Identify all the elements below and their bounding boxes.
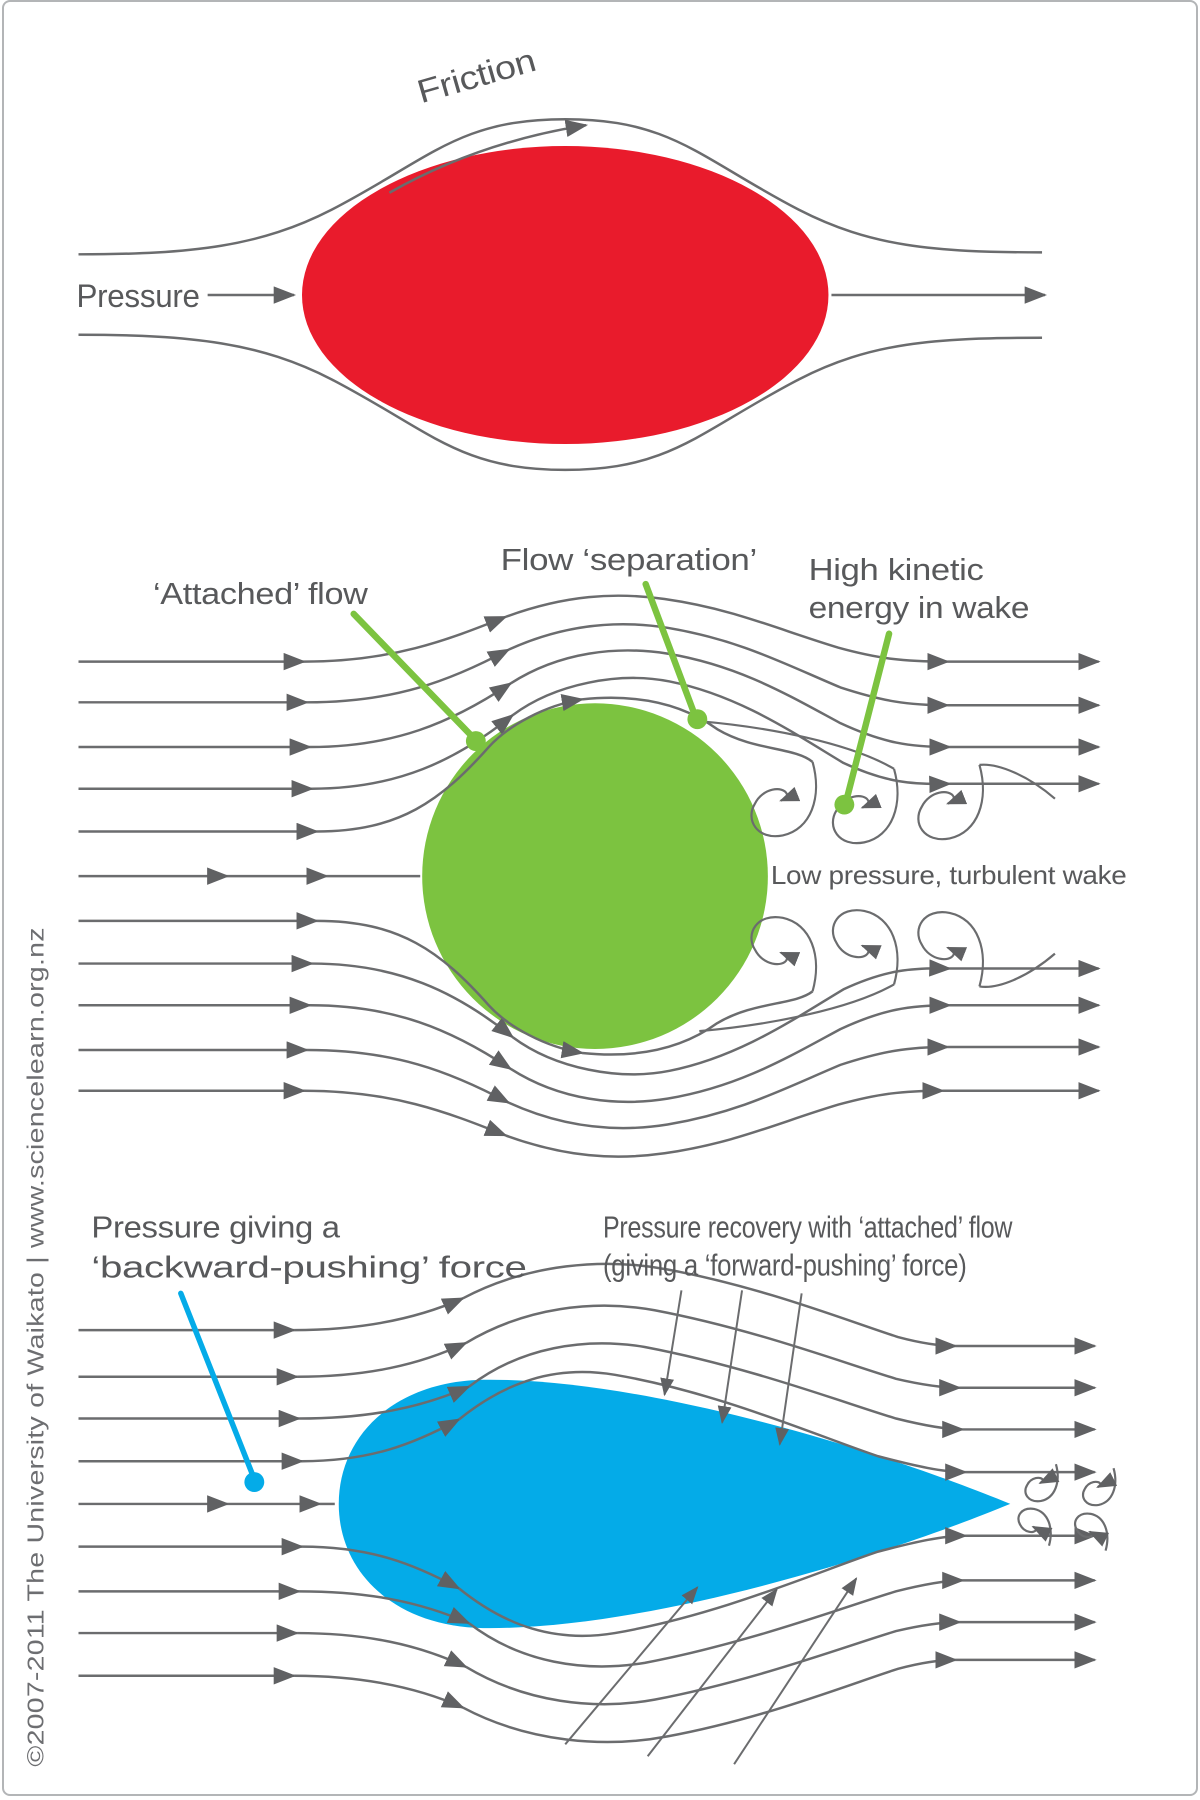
streamline bbox=[297, 1341, 468, 1379]
pressure-recovery-label-line1: Pressure recovery with ‘attached’ flow bbox=[603, 1210, 1013, 1245]
wake-swirl bbox=[831, 909, 899, 985]
high-kinetic-label-line1: High kinetic bbox=[809, 552, 984, 587]
streamline bbox=[316, 919, 585, 1059]
streamline bbox=[462, 1262, 958, 1355]
streamline bbox=[299, 1385, 471, 1420]
flow-separation-callout-dot bbox=[687, 709, 708, 730]
streamline bbox=[465, 1304, 962, 1397]
separated-streamline bbox=[581, 990, 814, 1056]
wake-label: Low pressure, turbulent wake bbox=[771, 862, 1127, 890]
backward-force-callout-dot bbox=[244, 1472, 265, 1493]
streamline bbox=[301, 1545, 461, 1590]
streamline bbox=[78, 333, 1043, 472]
flow-separation-label: Flow ‘separation’ bbox=[501, 542, 757, 577]
flow-separation-callout-line bbox=[642, 580, 697, 715]
friction-label: Friction bbox=[413, 41, 540, 110]
streamline bbox=[505, 1082, 945, 1158]
streamline bbox=[309, 682, 513, 749]
streamline bbox=[511, 676, 952, 794]
streamline bbox=[311, 713, 515, 790]
pressure-recovery-label-line2: (giving a ‘forward-pushing’ force) bbox=[603, 1247, 967, 1282]
high-kinetic-callout-dot bbox=[834, 794, 855, 815]
streamline bbox=[303, 615, 508, 663]
bluff-body-circle bbox=[422, 703, 768, 1049]
wake-swirl-feed bbox=[979, 952, 1056, 988]
backward-force-label-line1: Pressure giving a bbox=[91, 1210, 341, 1245]
pressure-recovery-arrow bbox=[775, 1293, 803, 1446]
streamline bbox=[294, 1297, 465, 1332]
pressure-label: Pressure bbox=[77, 277, 200, 314]
wake-swirl bbox=[750, 916, 818, 992]
blunt-body-ellipse bbox=[302, 146, 829, 445]
streamline bbox=[509, 649, 952, 756]
streamline bbox=[458, 1527, 968, 1638]
streamline bbox=[311, 962, 515, 1039]
attached-flow-label: ‘Attached’ flow bbox=[153, 576, 369, 611]
streamline bbox=[78, 117, 1043, 256]
wake-swirl-feed bbox=[699, 720, 895, 770]
streamline bbox=[509, 996, 952, 1104]
streamline bbox=[299, 1590, 471, 1625]
wake-swirl bbox=[831, 768, 899, 845]
high-kinetic-callout-line bbox=[844, 630, 893, 800]
separated-streamline bbox=[581, 696, 814, 763]
streamline bbox=[508, 622, 950, 714]
streamline bbox=[294, 1674, 465, 1709]
streamlined-teardrop-body bbox=[338, 1379, 1011, 1629]
streamline bbox=[468, 1571, 965, 1668]
pressure-recovery-arrow bbox=[660, 1290, 683, 1397]
wake-swirl-feed bbox=[979, 763, 1056, 800]
streamline bbox=[316, 694, 585, 833]
tail-curl bbox=[1073, 1512, 1110, 1551]
diagram-svg: Friction Pressure bbox=[23, 41, 1127, 1767]
tail-curl bbox=[1024, 1463, 1060, 1503]
wake-swirl bbox=[750, 761, 818, 838]
tail-curl bbox=[1017, 1507, 1053, 1546]
streamline bbox=[458, 1370, 968, 1481]
streamline bbox=[306, 648, 511, 704]
wake-swirl bbox=[917, 911, 984, 987]
backward-force-label-line2: ‘backward-pushing’ force bbox=[91, 1249, 526, 1284]
tail-curl bbox=[1081, 1467, 1118, 1507]
streamline bbox=[301, 1418, 461, 1463]
streamline bbox=[508, 1038, 950, 1130]
copyright-watermark: ©2007-2011 The University of Waikato | w… bbox=[23, 927, 49, 1766]
wake-swirl-feed bbox=[699, 983, 895, 1033]
pressure-recovery-arrow bbox=[564, 1586, 699, 1745]
high-kinetic-label-line2: energy in wake bbox=[809, 590, 1030, 625]
streamline bbox=[309, 1004, 513, 1070]
streamline bbox=[468, 1342, 965, 1439]
bottom-diagram: Pressure giving a ‘backward-pushing’ for… bbox=[78, 1210, 1118, 1765]
streamline bbox=[297, 1631, 468, 1668]
attached-flow-callout-line bbox=[350, 610, 475, 739]
pressure-recovery-arrow bbox=[646, 1588, 778, 1757]
top-diagram: Friction Pressure bbox=[77, 41, 1048, 472]
streamline bbox=[462, 1651, 958, 1744]
friction-arc-arrow bbox=[388, 119, 589, 194]
attached-flow-callout-dot bbox=[465, 731, 486, 751]
backward-force-callout-line bbox=[178, 1290, 256, 1477]
streamline bbox=[511, 959, 952, 1076]
streamline bbox=[303, 1089, 508, 1137]
streamline bbox=[465, 1613, 962, 1706]
middle-diagram: ‘Attached’ flow Flow ‘separation’ High k… bbox=[78, 542, 1127, 1158]
pressure-recovery-arrow bbox=[733, 1577, 858, 1765]
streamline bbox=[306, 1048, 511, 1104]
pressure-recovery-arrow bbox=[717, 1290, 744, 1425]
wake-swirl bbox=[917, 764, 984, 841]
